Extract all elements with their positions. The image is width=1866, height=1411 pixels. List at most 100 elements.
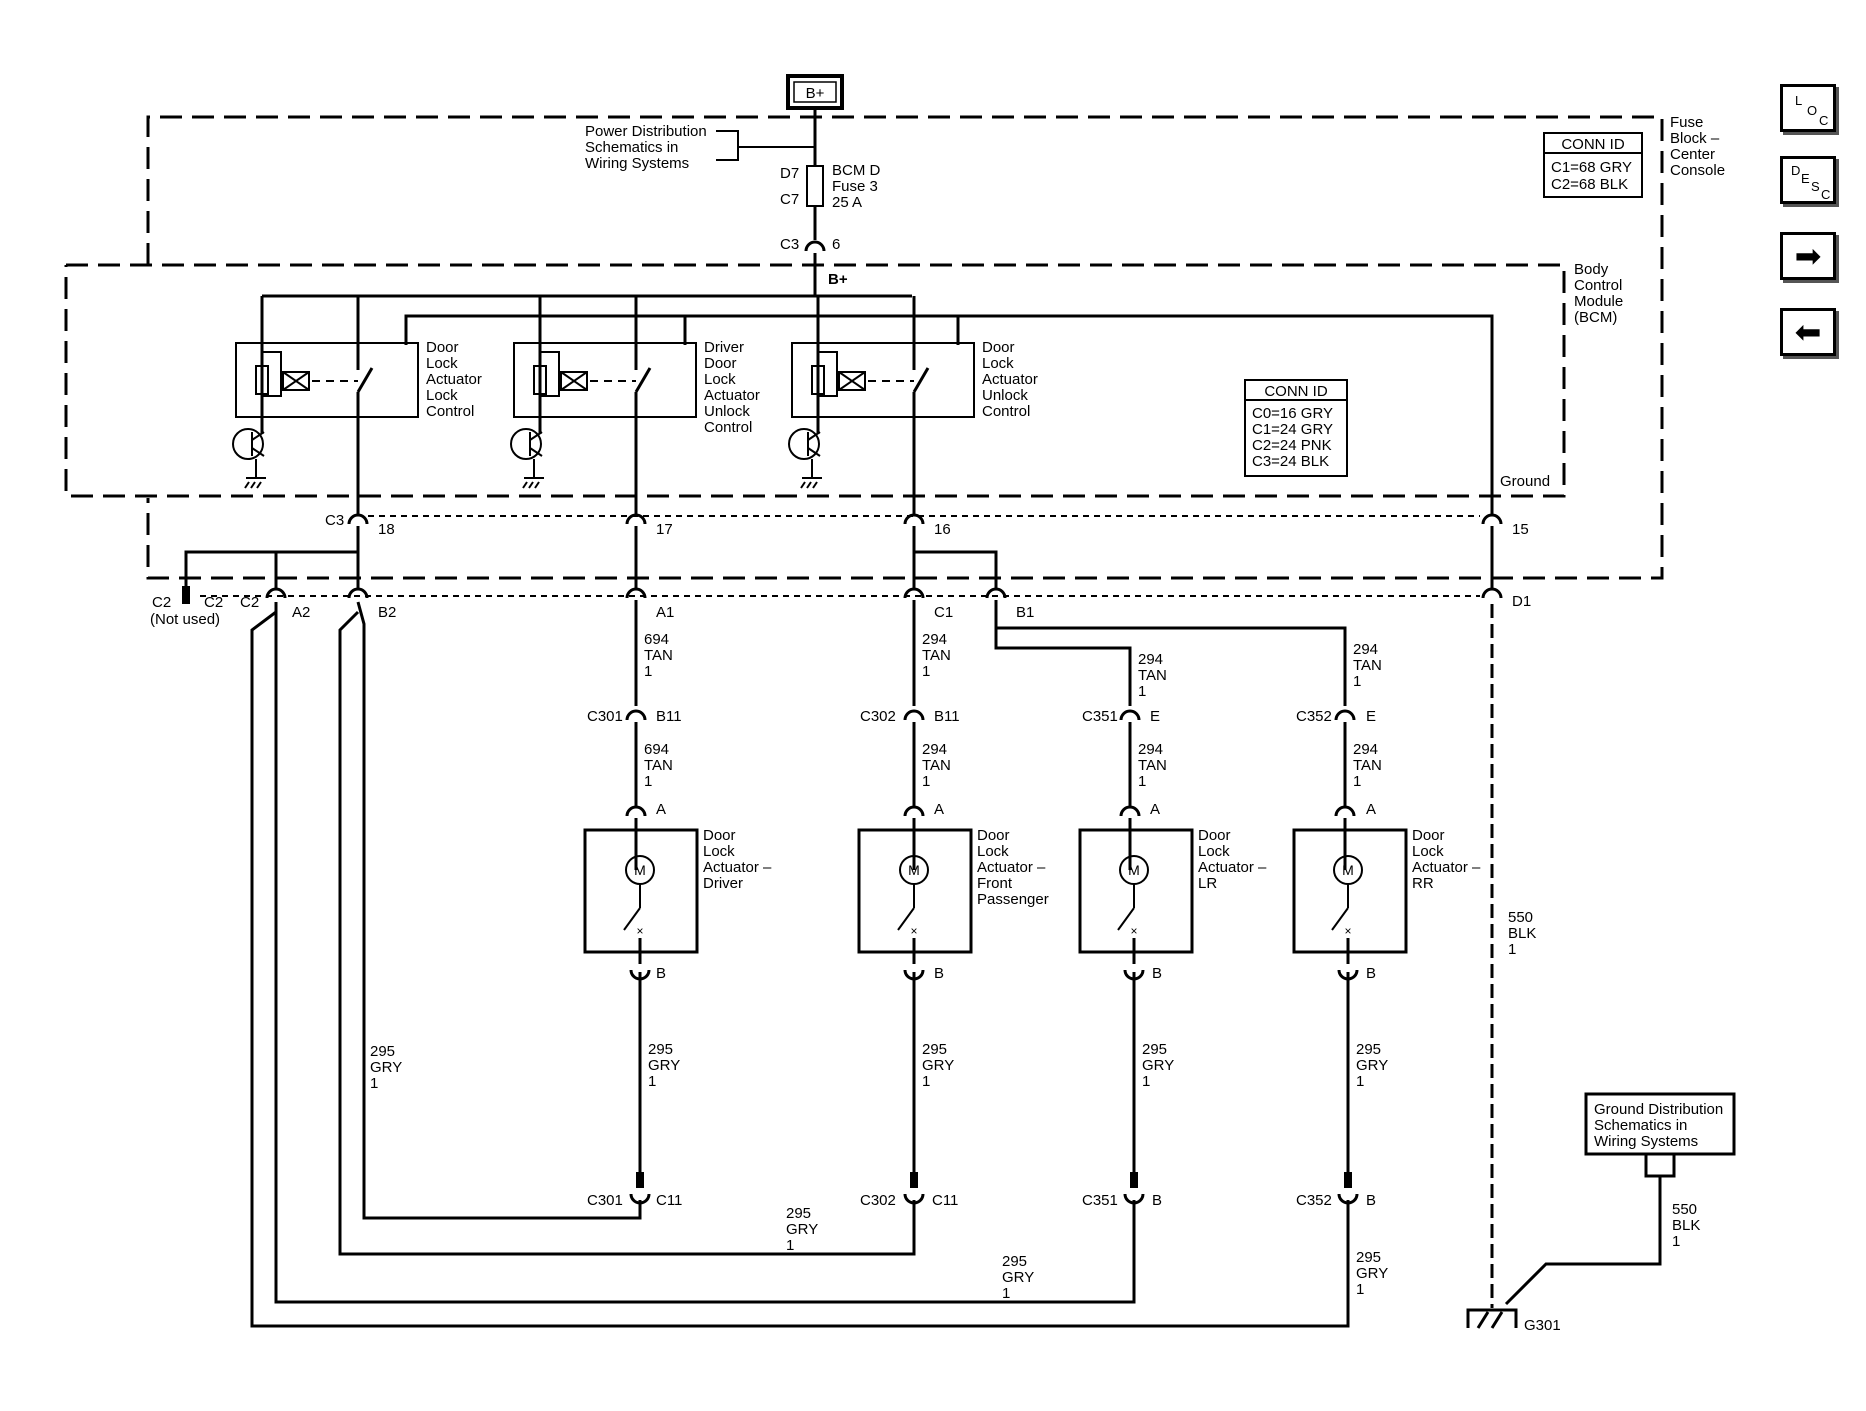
- actuator-1-name-3: Front: [977, 875, 1013, 892]
- w295-c-color: GRY: [1142, 1057, 1174, 1074]
- actuator-0-pin-a: A: [656, 801, 666, 818]
- fuse-pin-d7: D7: [780, 165, 799, 182]
- w694-b-size: 1: [644, 773, 652, 790]
- actuator-1-motor: M: [908, 862, 920, 878]
- w295-f-size: 1: [786, 1237, 794, 1254]
- w550-a-color: BLK: [1508, 925, 1536, 942]
- w295-f-color: GRY: [786, 1221, 818, 1238]
- ground-ref-box: Ground Distribution Schematics in Wiring…: [1584, 1092, 1736, 1178]
- w295-c-size: 1: [1142, 1073, 1150, 1090]
- relay2-label-0: Driver: [704, 339, 744, 356]
- inline-top-2-conn: C351: [1082, 708, 1118, 725]
- chassis-ground-icon: [244, 477, 266, 489]
- c2-pin-c1: C1: [934, 604, 953, 621]
- ground-ref-1: Schematics in: [1594, 1117, 1687, 1134]
- fuse-out-pin: 6: [832, 236, 840, 253]
- relay-driver-unlock-control: Driver Door Lock Actuator Unlock Control: [510, 296, 760, 514]
- actuator-1-name-0: Door: [977, 827, 1010, 844]
- chassis-ground-icon: [800, 477, 822, 489]
- w694-b-color: TAN: [644, 757, 673, 774]
- c2-pin-b1: B1: [1016, 604, 1034, 621]
- svg-text:×: ×: [636, 924, 643, 938]
- bcm-name-1: Control: [1574, 277, 1622, 294]
- power-ref-2: Wiring Systems: [585, 155, 689, 172]
- w295-d-size: 1: [1356, 1073, 1364, 1090]
- actuator-lr: ×: [1078, 805, 1194, 981]
- w295-e-color: GRY: [370, 1059, 402, 1076]
- w294-f-circuit: 294: [1353, 741, 1378, 758]
- actuator-2-name-0: Door: [1198, 827, 1231, 844]
- w294-b-circuit: 294: [1138, 651, 1163, 668]
- w295-a-circuit: 295: [648, 1041, 673, 1058]
- w295-g-color: GRY: [1002, 1269, 1034, 1286]
- loc-letter-l: L: [1795, 93, 1803, 108]
- w295-h-size: 1: [1356, 1281, 1364, 1298]
- w295-b-color: GRY: [922, 1057, 954, 1074]
- w550-b-size: 1: [1672, 1233, 1680, 1250]
- bcm-conn-row-0: C0=16 GRY: [1252, 405, 1333, 422]
- forward-button[interactable]: ➡: [1780, 232, 1836, 280]
- w550-b-circuit: 550: [1672, 1201, 1697, 1218]
- bcm-name-0: Body: [1574, 261, 1609, 278]
- w694-a-size: 1: [644, 663, 652, 680]
- w294-d-color: TAN: [922, 757, 951, 774]
- back-button[interactable]: ⬅: [1780, 308, 1836, 356]
- c2-pin-a1: A1: [656, 604, 674, 621]
- inline-bottom-2-conn: C351: [1082, 1192, 1118, 1209]
- actuator-1-pin-a: A: [934, 801, 944, 818]
- actuator-front-passenger: ×: [857, 805, 973, 981]
- w294-b-color: TAN: [1138, 667, 1167, 684]
- actuator-0-name-0: Door: [703, 827, 736, 844]
- c2-pin-b2: B2: [378, 604, 396, 621]
- relay3-label-3: Unlock: [982, 387, 1028, 404]
- actuator-driver: ×: [583, 805, 699, 981]
- bcm-conn-id: CONN ID C0=16 GRY C1=24 GRY C2=24 PNK C3…: [1244, 379, 1348, 477]
- inline-bottom-3-conn: C352: [1296, 1192, 1332, 1209]
- c3-pin-17: 17: [656, 521, 673, 538]
- inline-top-0-conn: C301: [587, 708, 623, 725]
- fuse-conn-row-0: C1=68 GRY: [1551, 159, 1632, 176]
- desc-letter-s: S: [1811, 179, 1820, 194]
- relay1-label-4: Control: [426, 403, 474, 420]
- relay2-label-4: Unlock: [704, 403, 750, 420]
- w550-b-color: BLK: [1672, 1217, 1700, 1234]
- w294-c-color: TAN: [1353, 657, 1382, 674]
- fuse-block-boundary: [146, 115, 1664, 580]
- w295-h-color: GRY: [1356, 1265, 1388, 1282]
- right-arrow-icon: ➡: [1794, 237, 1822, 275]
- fuse-block-name-3: Console: [1670, 162, 1725, 179]
- actuator-2-name-2: Actuator –: [1198, 859, 1267, 876]
- w295-b-circuit: 295: [922, 1041, 947, 1058]
- power-ref-0: Power Distribution: [585, 123, 707, 140]
- inline-top-connectors: [625, 709, 1356, 721]
- fuse-block-name-1: Block –: [1670, 130, 1720, 147]
- w294-c-circuit: 294: [1353, 641, 1378, 658]
- inline-top-1-pin: B11: [934, 708, 960, 725]
- inline-bottom-0-pin: C11: [656, 1192, 682, 1209]
- w295-f-circuit: 295: [786, 1205, 811, 1222]
- desc-letter-c: C: [1821, 187, 1831, 202]
- desc-letter-e: E: [1801, 171, 1810, 186]
- relay3-label-1: Lock: [982, 355, 1014, 372]
- c2-label-mid: C2: [204, 594, 223, 611]
- c3-pin-18: 18: [378, 521, 395, 538]
- actuator-1-pin-b: B: [934, 965, 944, 982]
- fuse-block-name-0: Fuse: [1670, 114, 1703, 131]
- loc-button[interactable]: L O C: [1780, 84, 1836, 132]
- bcm-bplus-label: B+: [828, 271, 848, 288]
- actuator-3-pin-a: A: [1366, 801, 1376, 818]
- chassis-ground-icon: [522, 477, 544, 489]
- relay2-label-5: Control: [704, 419, 752, 436]
- actuator-0-name-1: Lock: [703, 843, 735, 860]
- desc-button[interactable]: D E S C: [1780, 156, 1836, 204]
- w550-a-circuit: 550: [1508, 909, 1533, 926]
- relay3-label-2: Actuator: [982, 371, 1038, 388]
- actuator-2-motor: M: [1128, 862, 1140, 878]
- relay1-label-2: Actuator: [426, 371, 482, 388]
- actuator-1-name-4: Passenger: [977, 891, 1049, 908]
- actuator-0-name-3: Driver: [703, 875, 743, 892]
- ground-point-label: G301: [1524, 1317, 1561, 1334]
- ground-g301-icon: [1466, 1308, 1518, 1329]
- c2-not-used-stub: [182, 586, 190, 604]
- c2-pin-d1: D1: [1512, 593, 1531, 610]
